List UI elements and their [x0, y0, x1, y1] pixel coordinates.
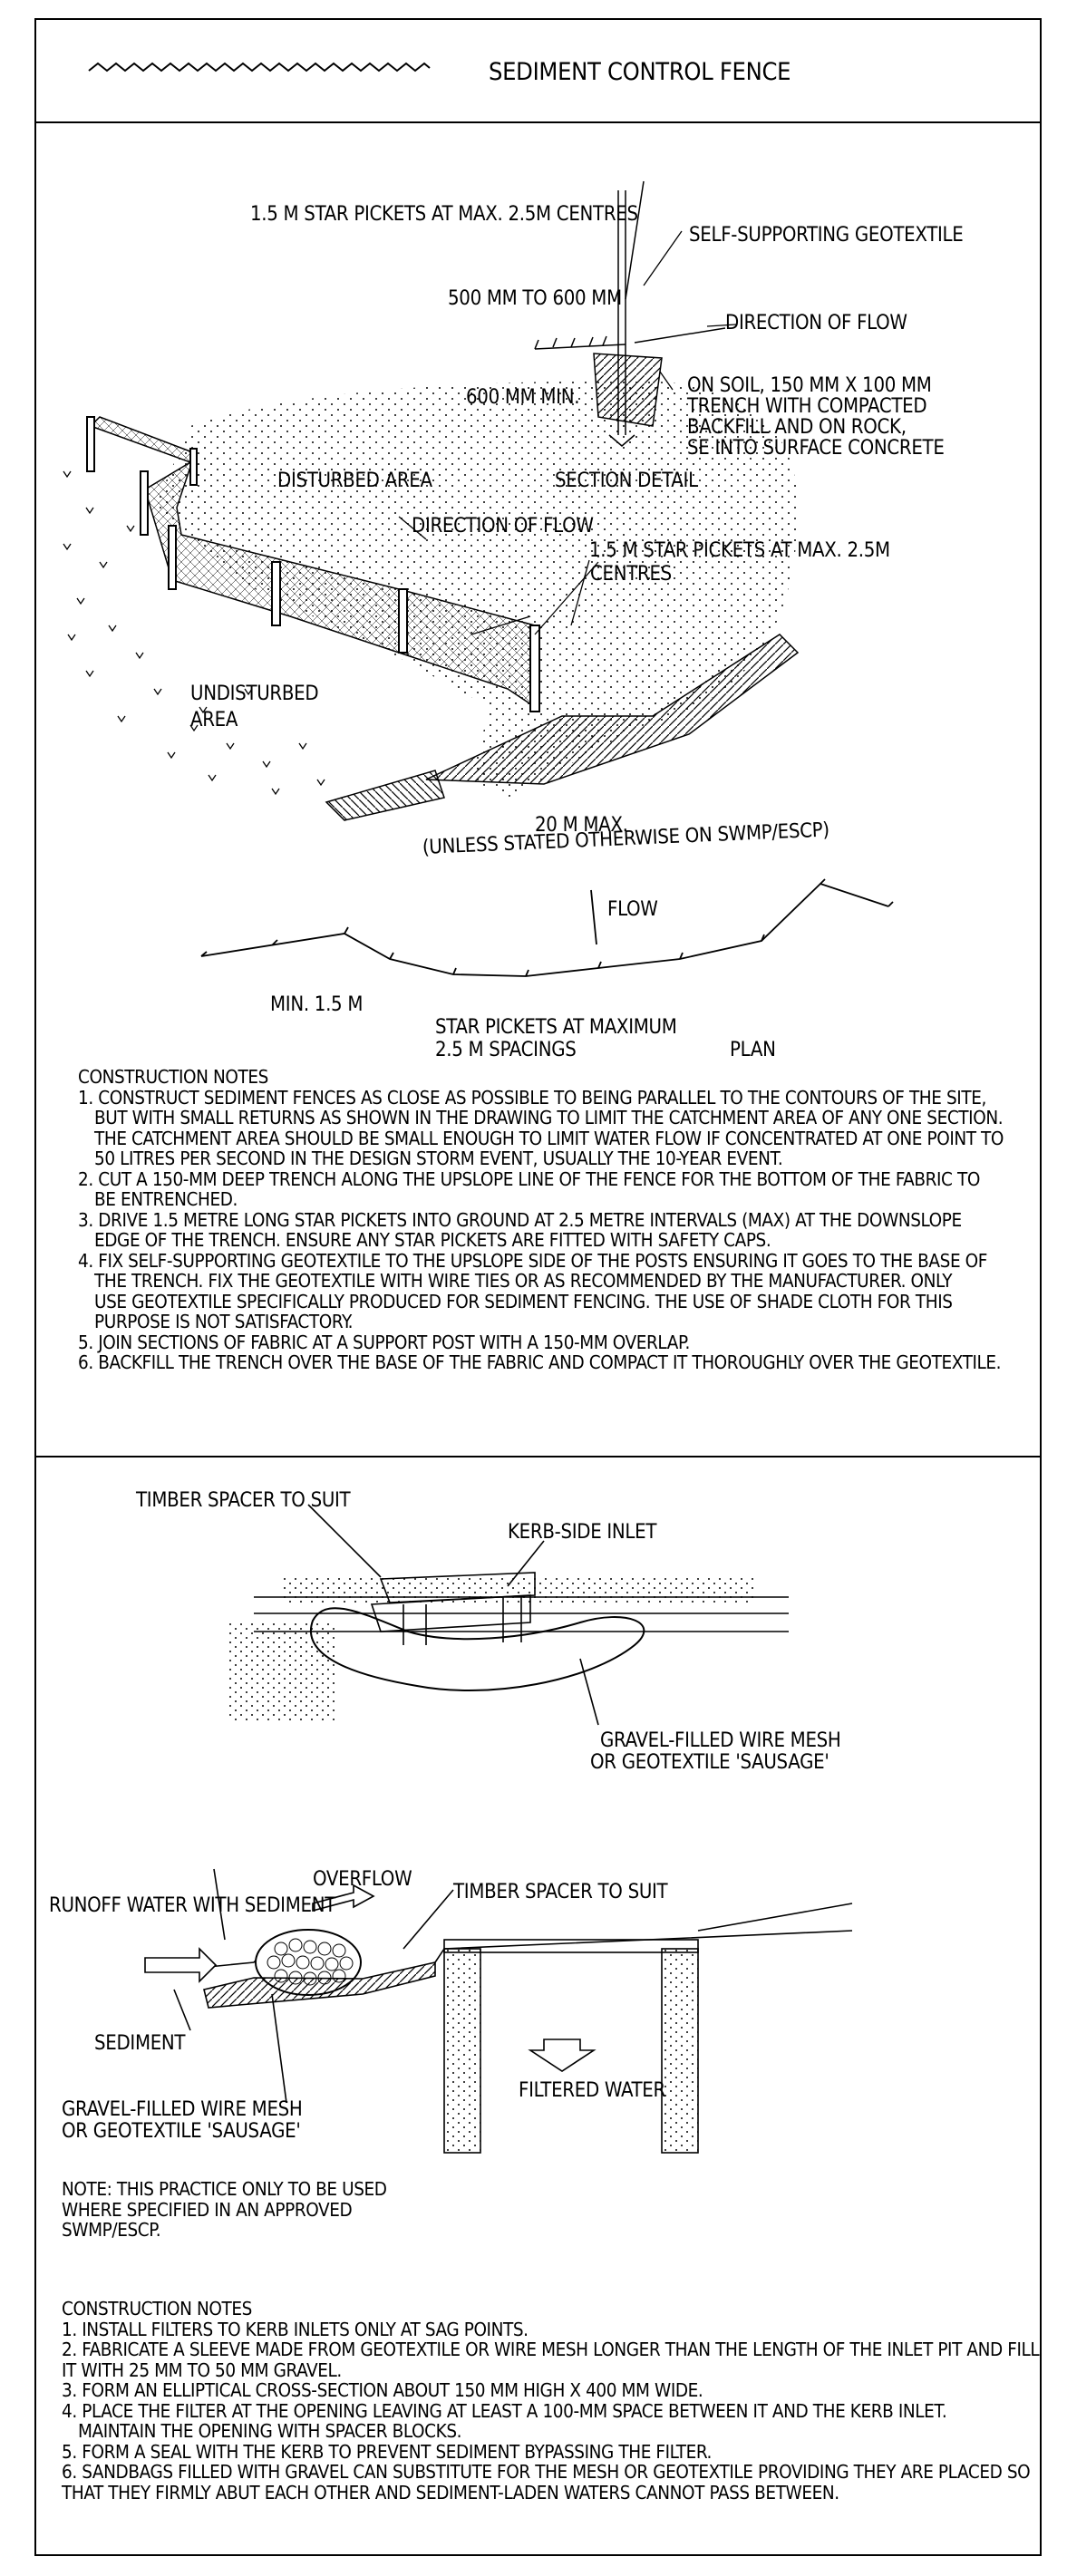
- label-flow-direction-mid: DIRECTION OF FLOW: [412, 515, 594, 537]
- fence-note-line: PURPOSE IS NOT SATISFACTORY.: [94, 1311, 354, 1332]
- kerb-note-line: 5. FORM A SEAL WITH THE KERB TO PREVENT …: [62, 2440, 712, 2463]
- label-gravel-top-1: GRAVEL-FILLED WIRE MESH: [600, 1729, 841, 1752]
- label-pickets-mid-2: CENTRES: [590, 563, 672, 586]
- label-runoff: RUNOFF WATER WITH SEDIMENT: [49, 1894, 335, 1917]
- label-flow: FLOW: [607, 898, 658, 921]
- kerb-construction-notes: CONSTRUCTION NOTES 1. INSTALL FILTERS TO…: [62, 2298, 1040, 2503]
- drawing-title: SEDIMENT CONTROL FENCE: [489, 58, 791, 86]
- kerb-usage-note: NOTE: THIS PRACTICE ONLY TO BE USED WHER…: [62, 2179, 387, 2241]
- label-trench-4: SE INTO SURFACE CONCRETE: [687, 437, 945, 460]
- label-trench-3: BACKFILL AND ON ROCK,: [687, 416, 907, 439]
- leader-lines: [398, 230, 737, 635]
- label-geotextile: SELF-SUPPORTING GEOTEXTILE: [689, 224, 964, 247]
- label-sediment: SEDIMENT: [94, 2032, 186, 2055]
- fence-construction-notes: CONSTRUCTION NOTES 1. CONSTRUCT SEDIMENT…: [78, 1067, 1004, 1373]
- header-divider: [34, 121, 1042, 123]
- ground-hatch: [425, 634, 800, 785]
- kerb-note-line: 2. FABRICATE A SLEEVE MADE FROM GEOTEXTI…: [62, 2339, 1040, 2360]
- label-undisturbed-2: AREA: [190, 709, 238, 731]
- label-flow-direction-top: DIRECTION OF FLOW: [725, 312, 907, 334]
- kerb-note-line: 6. SANDBAGS FILLED WITH GRAVEL CAN SUBST…: [62, 2461, 1031, 2483]
- fence-notes-title: CONSTRUCTION NOTES: [78, 1066, 268, 1088]
- sediment-fence-drawing: [63, 180, 894, 977]
- plan-view: [200, 878, 894, 977]
- label-max-20: 20 M MAX.: [535, 814, 628, 837]
- kerb-note-line: 4. PLACE THE FILTER AT THE OPENING LEAVI…: [62, 2399, 947, 2422]
- label-pickets-mid-1: 1.5 M STAR PICKETS AT MAX. 2.5M: [589, 539, 890, 562]
- label-kerb-side-inlet: KERB-SIDE INLET: [508, 1521, 657, 1544]
- fence-note-line: USE GEOTEXTILE SPECIFICALLY PRODUCED FOR…: [94, 1290, 953, 1312]
- label-section-detail: SECTION DETAIL: [555, 470, 698, 492]
- fence-note-line: BE ENTRENCHED.: [94, 1188, 238, 1210]
- label-timber-spacer-mid: TIMBER SPACER TO SUIT: [453, 1881, 668, 1903]
- label-gravel-bottom-1: GRAVEL-FILLED WIRE MESH: [62, 2098, 303, 2121]
- kerb-notes-title: CONSTRUCTION NOTES: [62, 2298, 252, 2319]
- fence-posts: [86, 416, 540, 712]
- fence-note-line: 5. JOIN SECTIONS OF FABRIC AT A SUPPORT …: [78, 1331, 690, 1353]
- label-disturbed-area: DISTURBED AREA: [277, 470, 432, 492]
- label-timber-spacer-top: TIMBER SPACER TO SUIT: [136, 1489, 351, 1512]
- label-pickets-top: 1.5 M STAR PICKETS AT MAX. 2.5M CENTRES: [250, 203, 638, 226]
- label-undisturbed-1: UNDISTURBED: [190, 683, 319, 705]
- fence-note-line: BUT WITH SMALL RETURNS AS SHOWN IN THE D…: [94, 1107, 1004, 1128]
- kerb-note-line: 3. FORM AN ELLIPTICAL CROSS-SECTION ABOU…: [62, 2379, 703, 2401]
- fence-note-line: 6. BACKFILL THE TRENCH OVER THE BASE OF …: [78, 1351, 1002, 1373]
- fence-note-line: 2. CUT A 150-MM DEEP TRENCH ALONG THE UP…: [78, 1167, 980, 1190]
- section-detail: [534, 180, 726, 447]
- fence-note-line: 1. CONSTRUCT SEDIMENT FENCES AS CLOSE AS…: [78, 1086, 986, 1109]
- label-gravel-top-2: OR GEOTEXTILE 'SAUSAGE': [590, 1751, 829, 1774]
- fence-note-line: THE TRENCH. FIX THE GEOTEXTILE WITH WIRE…: [94, 1270, 953, 1292]
- fence-note-line: EDGE OF THE TRENCH. ENSURE ANY STAR PICK…: [94, 1229, 771, 1251]
- note-line: WHERE SPECIFIED IN AN APPROVED: [62, 2198, 353, 2221]
- label-depth: 500 MM TO 600 MM: [448, 287, 622, 310]
- kerb-note-line: THAT THEY FIRMLY ABUT EACH OTHER AND SED…: [62, 2481, 839, 2503]
- label-trench-2: TRENCH WITH COMPACTED: [687, 395, 927, 418]
- drawing-frame: [34, 18, 1042, 2556]
- note-line: SWMP/ESCP.: [62, 2219, 161, 2241]
- note-line: NOTE: THIS PRACTICE ONLY TO BE USED: [62, 2178, 387, 2200]
- kerb-note-line: MAINTAIN THE OPENING WITH SPACER BLOCKS.: [78, 2420, 462, 2442]
- header-graphic: [88, 62, 431, 73]
- kerb-note-line: 1. INSTALL FILTERS TO KERB INLETS ONLY A…: [62, 2318, 529, 2340]
- section-divider: [34, 1456, 1042, 1457]
- label-plan: PLAN: [730, 1039, 776, 1061]
- fence-note-line: THE CATCHMENT AREA SHOULD BE SMALL ENOUG…: [94, 1127, 1004, 1149]
- fence-note-line: 3. DRIVE 1.5 METRE LONG STAR PICKETS INT…: [78, 1208, 962, 1231]
- label-star-pickets-2: 2.5 M SPACINGS: [435, 1039, 577, 1061]
- label-trench-1: ON SOIL, 150 MM X 100 MM: [687, 374, 932, 397]
- label-gravel-bottom-2: OR GEOTEXTILE 'SAUSAGE': [62, 2120, 301, 2143]
- label-min-600: 600 MM MIN.: [466, 386, 580, 409]
- kerb-note-line: IT WITH 25 MM TO 50 MM GRAVEL.: [62, 2358, 342, 2381]
- disturbed-area: [154, 381, 798, 798]
- sediment-fence-symbol: [88, 62, 431, 73]
- vegetation-marks: [63, 470, 325, 796]
- fence-note-line: 4. FIX SELF-SUPPORTING GEOTEXTILE TO THE…: [78, 1249, 987, 1272]
- label-min-1-5: MIN. 1.5 M: [270, 993, 364, 1016]
- label-overflow: OVERFLOW: [313, 1868, 412, 1891]
- fence-note-line: 50 LITRES PER SECOND IN THE DESIGN STORM…: [94, 1148, 783, 1169]
- label-filtered-water: FILTERED WATER: [519, 2079, 665, 2102]
- label-star-pickets-1: STAR PICKETS AT MAXIMUM: [435, 1016, 677, 1039]
